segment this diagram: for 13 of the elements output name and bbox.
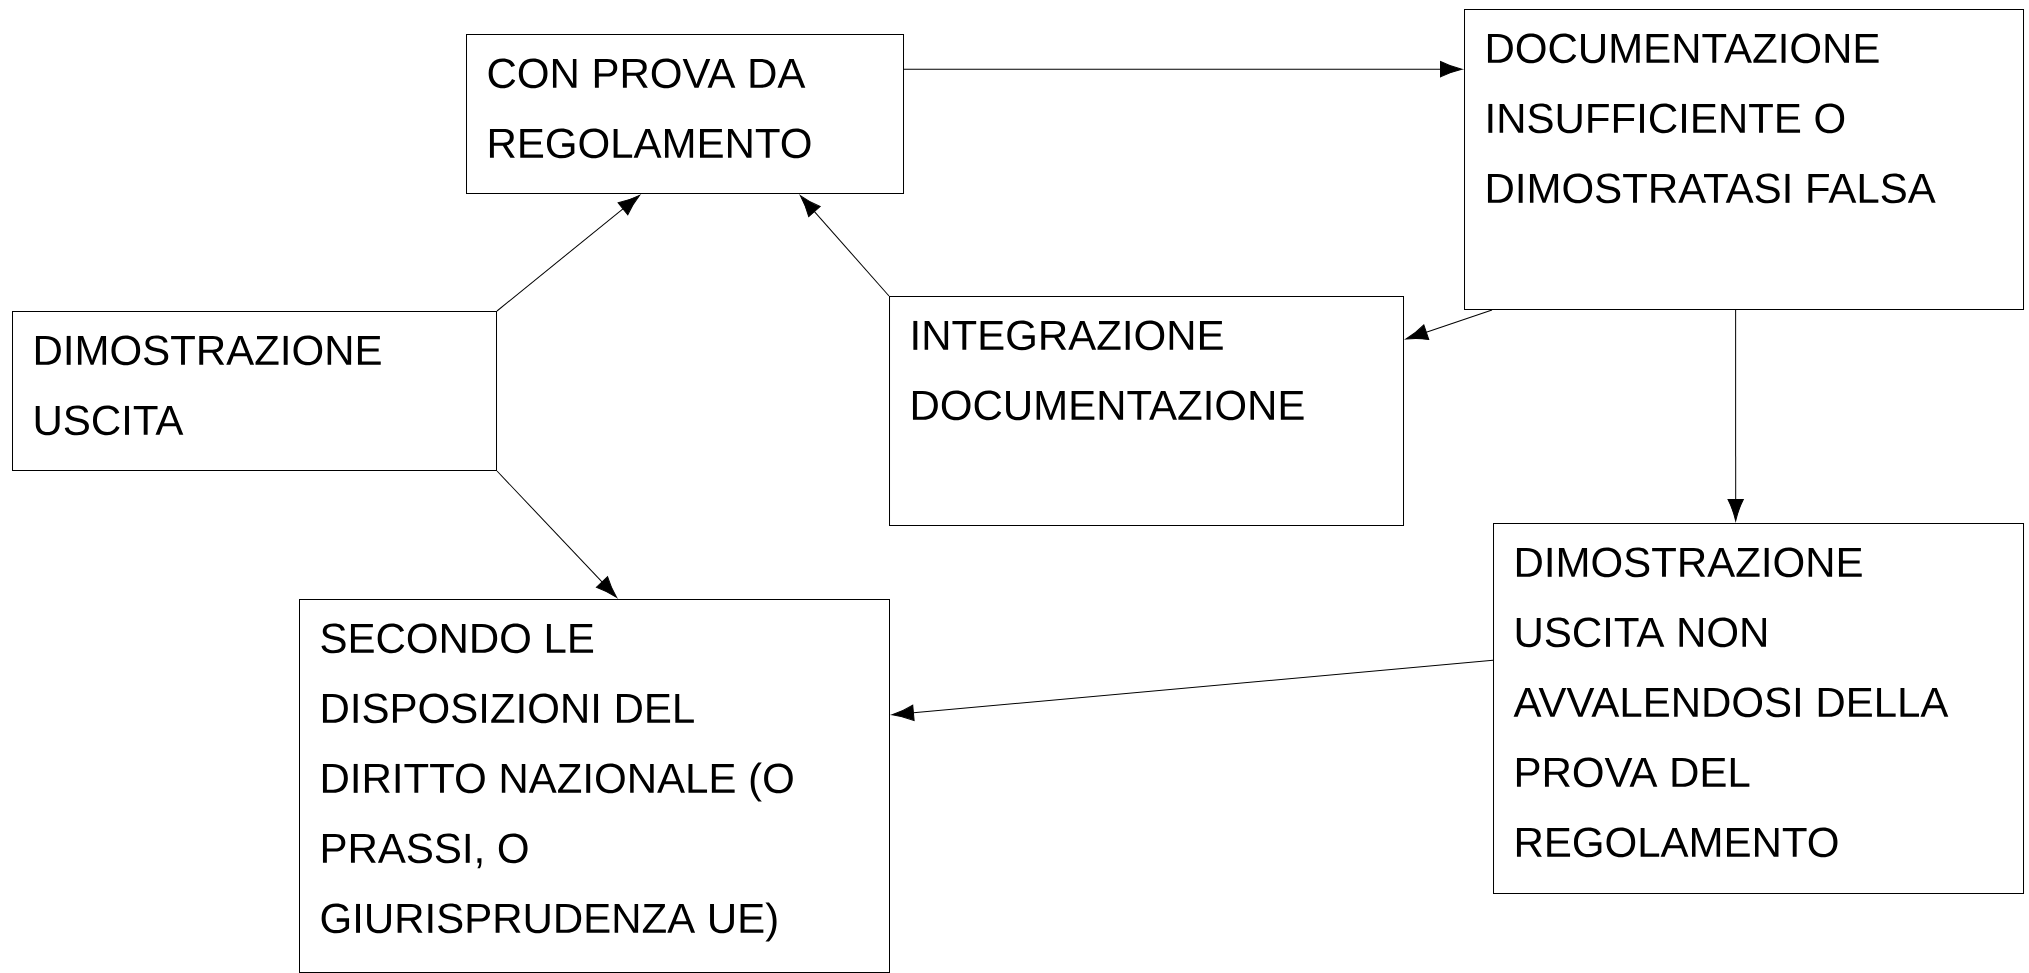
- process-box: DIMOSTRAZIONE USCITA: [12, 311, 497, 471]
- arrow: [496, 470, 618, 598]
- arrow: [891, 659, 1494, 721]
- process-box: INTEGRAZIONE DOCUMENTAZIONE: [889, 296, 1404, 526]
- process-box: DOCUMENTAZIONE INSUFFICIENTE O DIMOSTRATASI FALSA: [1464, 9, 2024, 310]
- arrow: [903, 61, 1463, 78]
- arrow: [496, 194, 640, 312]
- process-box: SECONDO LE DISPOSIZIONI DEL DIRITTO NAZIONALE (O PRASSI, O GIURISPRUDENZA UE): [299, 599, 890, 973]
- arrow: [1727, 309, 1744, 522]
- process-box: CON PROVA DA REGOLAMENTO: [466, 34, 904, 194]
- arrow: [799, 195, 890, 297]
- process-box: DIMOSTRAZIONE USCITA NON AVVALENDOSI DELLA PROVA DEL REGOLAMENTO: [1493, 523, 2024, 894]
- arrow: [1405, 309, 1493, 340]
